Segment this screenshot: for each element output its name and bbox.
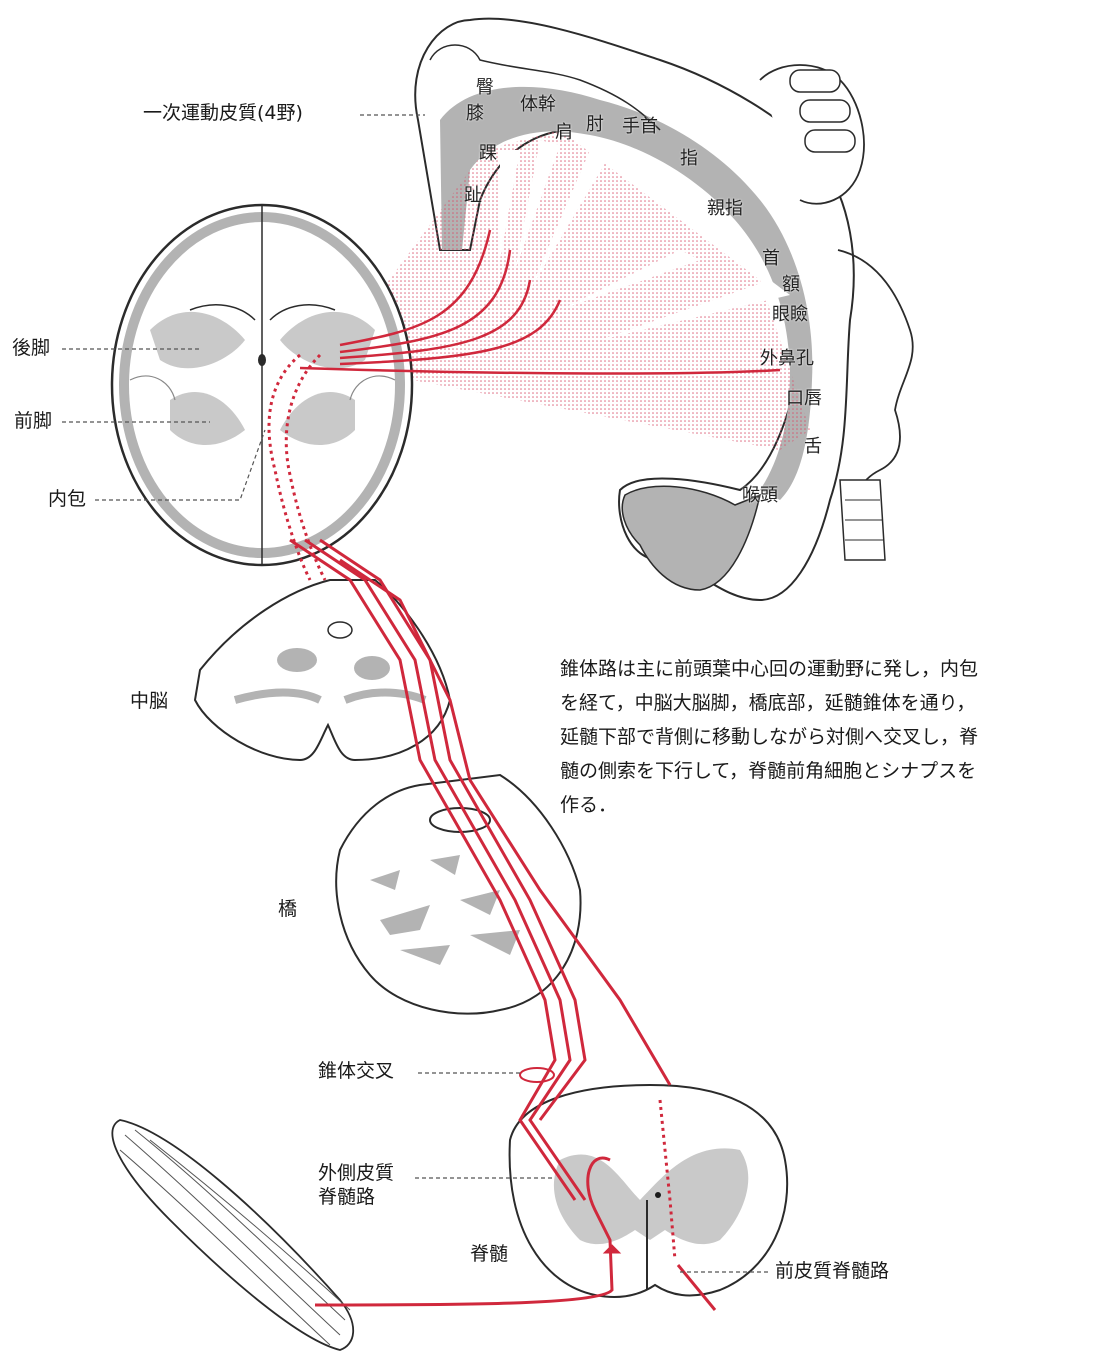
homunculus-elbow-label: 肘 [586, 110, 604, 136]
spinal-cord-section [510, 1085, 788, 1297]
description-line: 髄の側索を下行して，脊髄前角細胞とシナプスを [560, 754, 1090, 788]
homunculus-larynx-label: 喉頭 [742, 481, 778, 507]
homunculus-neck-label: 首 [762, 244, 780, 270]
homunculus-wrist-label: 手首 [622, 112, 658, 138]
midbrain-section [195, 580, 450, 760]
anterior-limb-label: 前脚 [14, 410, 52, 434]
homunculus-shoulder-label: 肩 [555, 118, 573, 144]
homunculus-lips-label: 口唇 [786, 384, 822, 410]
horizontal-brain-section [112, 205, 412, 565]
description-line: を経て，中脳大脳脚，橋底部，延髄錐体を通り， [560, 686, 1090, 720]
description-line: 延髄下部で背側に移動しながら対側へ交叉し，脊 [560, 720, 1090, 754]
description-paragraph: 錐体路は主に前頭葉中心回の運動野に発し，内包 を経て，中脳大脳脚，橋底部，延髄錐… [560, 652, 1090, 822]
homunculus-eyelid-label: 眼瞼 [772, 300, 808, 326]
homunculus-brow-label: 額 [782, 270, 800, 296]
coronal-cortex-section [345, 19, 913, 600]
muscle-fibres [112, 1120, 353, 1350]
description-line: 錐体路は主に前頭葉中心回の運動野に発し，内包 [560, 652, 1090, 686]
pons-label: 橋 [278, 898, 297, 922]
homunculus-knee-label: 膝 [465, 104, 485, 124]
homunculus-ankle-label: 踝 [478, 144, 498, 164]
internal-capsule-label: 内包 [48, 488, 86, 512]
homunculus-thumb-label: 親指 [707, 194, 743, 220]
description-line: 作る． [560, 788, 1090, 822]
primary-motor-cortex-label: 一次運動皮質(4野) [143, 102, 303, 126]
pyramidal-decussation-label: 錐体交叉 [318, 1060, 394, 1084]
lateral-cst-label: 外側皮質 脊髄路 [318, 1162, 394, 1210]
homunculus-nostril-label: 外鼻孔 [760, 344, 814, 370]
midbrain-label: 中脳 [130, 690, 168, 714]
posterior-limb-label: 後脚 [12, 337, 50, 361]
homunculus-toes-label: 趾 [463, 186, 483, 206]
homunculus-trunk-label: 体幹 [520, 90, 556, 116]
spinal-cord-label: 脊髄 [470, 1243, 508, 1267]
homunculus-fingers-label: 指 [680, 144, 698, 170]
anterior-cst-label: 前皮質脊髄路 [775, 1260, 889, 1284]
homunculus-hip-label: 臀 [475, 78, 495, 98]
homunculus-tongue-label: 舌 [804, 432, 822, 458]
